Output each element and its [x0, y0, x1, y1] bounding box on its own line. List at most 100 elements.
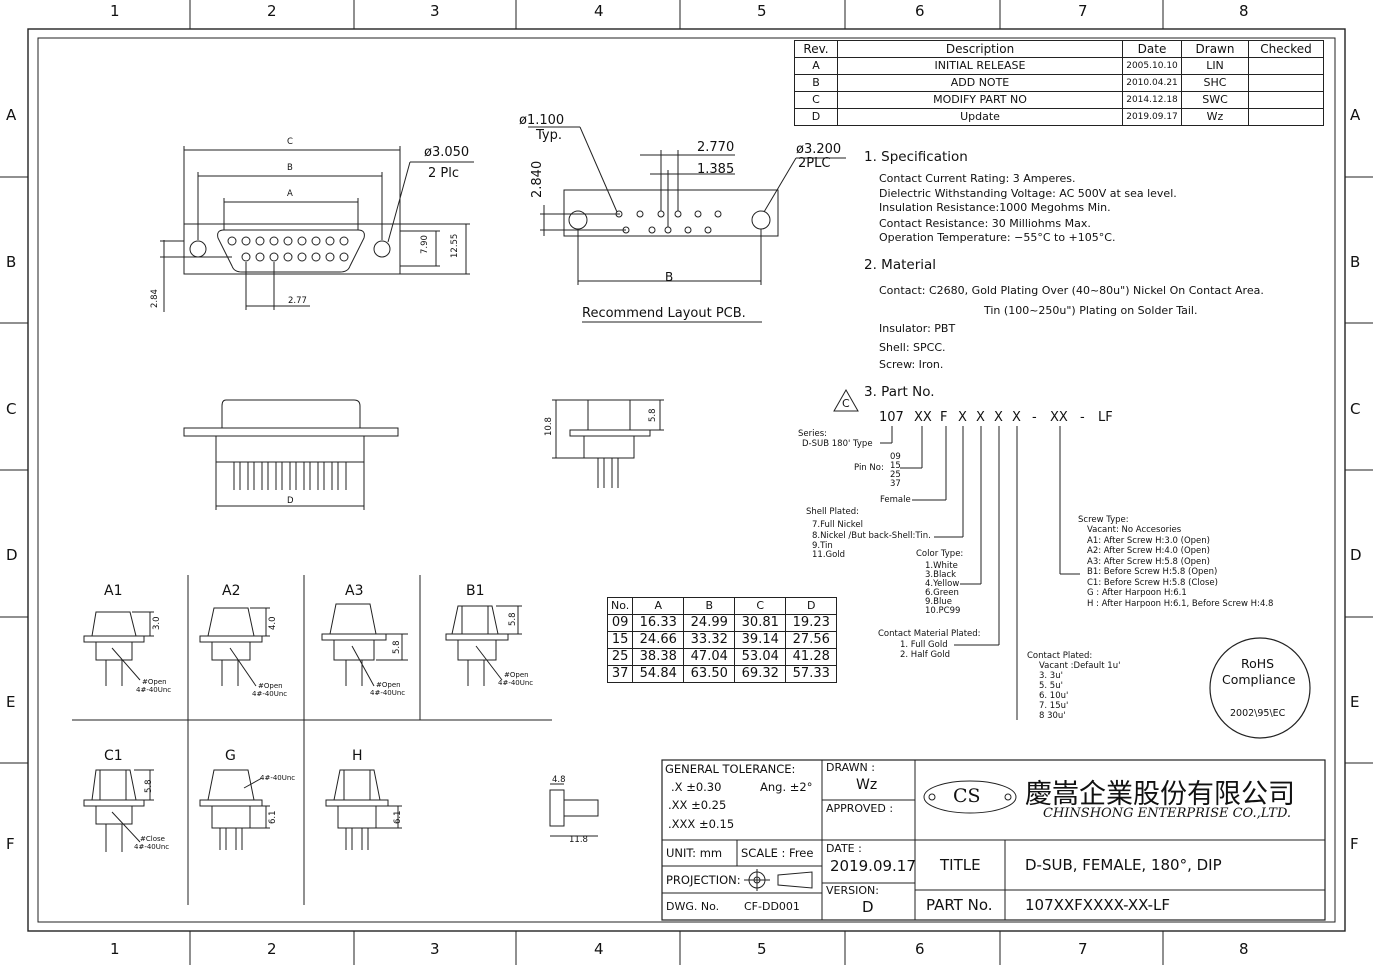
tol-xx: .XX ±0.25 [668, 798, 727, 812]
col-label: 7 [1078, 940, 1088, 958]
version-label: VERSION: [826, 884, 879, 897]
dim-cell: 38.38 [632, 648, 685, 666]
dim-b: B [287, 163, 293, 173]
table-row: C MODIFY PART NO 2014.12.18 SWC [794, 91, 1324, 109]
col-label: 7 [1078, 2, 1088, 20]
pn-screw-opt: H : After Harpoon H:6.1, Before Screw H:… [1087, 599, 1274, 609]
pn-shell-opt: 11.Gold [812, 550, 846, 560]
pn-screw-opt: G : After Harpoon H:6.1 [1087, 588, 1187, 598]
col-label: 6 [915, 2, 925, 20]
spec-line: Dielectric Withstanding Voltage: AC 500V… [879, 187, 1177, 200]
tol-x: .X ±0.30 [671, 780, 722, 794]
rev-header: Drawn [1181, 40, 1249, 58]
dim-cell: 63.50 [683, 665, 736, 683]
dim-header: A [632, 597, 685, 615]
pn-cp-opt: 5. 5u' [1039, 681, 1063, 691]
pn-cp-opt: 8 30u' [1039, 711, 1066, 721]
rev-cell: B [794, 74, 838, 92]
title-label: TITLE [940, 856, 981, 874]
pn-screw-opt: A1: After Screw H:3.0 (Open) [1087, 536, 1210, 546]
pn-female: Female [880, 495, 911, 505]
row-label: F [1350, 835, 1359, 853]
dim-cell: 25 [606, 648, 634, 666]
hole-qty: 2 Plc [428, 166, 460, 181]
dim-2770: 2.770 [697, 140, 735, 155]
pcb-hole-dia: ø3.200 [796, 142, 842, 157]
pn-shell: Shell Plated: [806, 507, 859, 517]
dim-cell: 15 [606, 631, 634, 649]
dim-cell: 69.32 [734, 665, 787, 683]
pn-color-opt: 3.Black [925, 570, 957, 580]
rev-cell: 2010.04.21 [1122, 74, 1182, 92]
col-label: 5 [757, 940, 767, 958]
variant-note: 4#-40Unc [370, 689, 406, 697]
pn-seg: XX [1050, 410, 1068, 425]
pcb-hole-qty: 2PLC [798, 156, 831, 171]
col-label: 8 [1239, 2, 1249, 20]
dim-cell: 37 [606, 665, 634, 683]
version-value: D [862, 898, 874, 916]
material-line: Insulator: PBT [879, 322, 956, 335]
rev-cell: MODIFY PART NO [837, 91, 1123, 109]
rev-cell: 2005.10.10 [1122, 57, 1182, 75]
col-label: 2 [267, 940, 277, 958]
revision-mark: C [842, 397, 850, 410]
pn-screw-opt: B1: Before Screw H:5.8 (Open) [1087, 567, 1218, 577]
row-label: D [6, 546, 18, 564]
dwg-label: DWG. No. [666, 900, 720, 913]
variant-height: 5.8 [144, 779, 154, 793]
pn-pin: 15 [890, 461, 901, 471]
row-label: C [1350, 400, 1361, 418]
dim-cell: 53.04 [734, 648, 787, 666]
variant-note: #Open [142, 678, 167, 686]
dim-790: 7.90 [420, 235, 430, 254]
variant-note: #Open [504, 671, 529, 679]
dim-d: D [287, 496, 294, 506]
variant-label: A2 [222, 583, 241, 599]
dim-1385: 1.385 [697, 162, 735, 177]
table-row: B ADD NOTE 2010.04.21 SHC [794, 74, 1324, 92]
company-name-en: CHINSHONG ENTERPRISE CO.,LTD. [1043, 806, 1292, 821]
pn-screw-opt: A2: After Screw H:4.0 (Open) [1087, 546, 1210, 556]
dim-cell: 16.33 [632, 614, 685, 632]
dim-c: C [287, 137, 293, 147]
pn-series-val: D-SUB 180' Type [802, 439, 873, 449]
pn-seg: - [1032, 410, 1037, 425]
row-label: B [1350, 253, 1361, 271]
dim-cell: 30.81 [734, 614, 787, 632]
spec-line: Insulation Resistance:1000 Megohms Min. [879, 201, 1111, 214]
pn-pin: 25 [890, 470, 901, 480]
spec-line: Operation Temperature: −55°C to +105°C. [879, 231, 1116, 244]
dim-cell: 24.66 [632, 631, 685, 649]
dim-header: C [734, 597, 787, 615]
partno-label: PART No. [926, 896, 993, 914]
pn-color: Color Type: [916, 549, 964, 559]
pn-cmp: Contact Material Plated: [878, 629, 981, 639]
pn-seg: X [958, 410, 967, 425]
variant-height: 5.8 [392, 640, 402, 654]
dim-cell: 47.04 [683, 648, 736, 666]
variant-note: 4#-40Unc [498, 679, 534, 687]
drawn-value: Wz [856, 777, 878, 793]
pn-pin-label: Pin No: [854, 463, 884, 473]
material-line: Tin (100~250u") Plating on Solder Tail. [984, 304, 1198, 317]
col-label: 1 [110, 940, 120, 958]
pcb-dim-b: B [665, 270, 674, 284]
tol-xxx: .XXX ±0.15 [668, 817, 735, 831]
pn-color-opt: 1.White [925, 561, 958, 571]
col-label: 4 [594, 940, 604, 958]
pn-pin: 37 [890, 479, 901, 489]
col-label: 8 [1239, 940, 1249, 958]
variant-note: 4#-40Unc [134, 843, 170, 851]
pin-dia: ø1.100 [519, 113, 565, 128]
variant-label: G [225, 748, 236, 764]
approved-label: APPROVED : [826, 802, 894, 815]
variant-height: 3.0 [152, 616, 162, 630]
pn-color-opt: 4.Yellow [925, 579, 960, 589]
pn-cmp-opt: 1. Full Gold [900, 640, 948, 650]
dim-cell: 24.99 [683, 614, 736, 632]
